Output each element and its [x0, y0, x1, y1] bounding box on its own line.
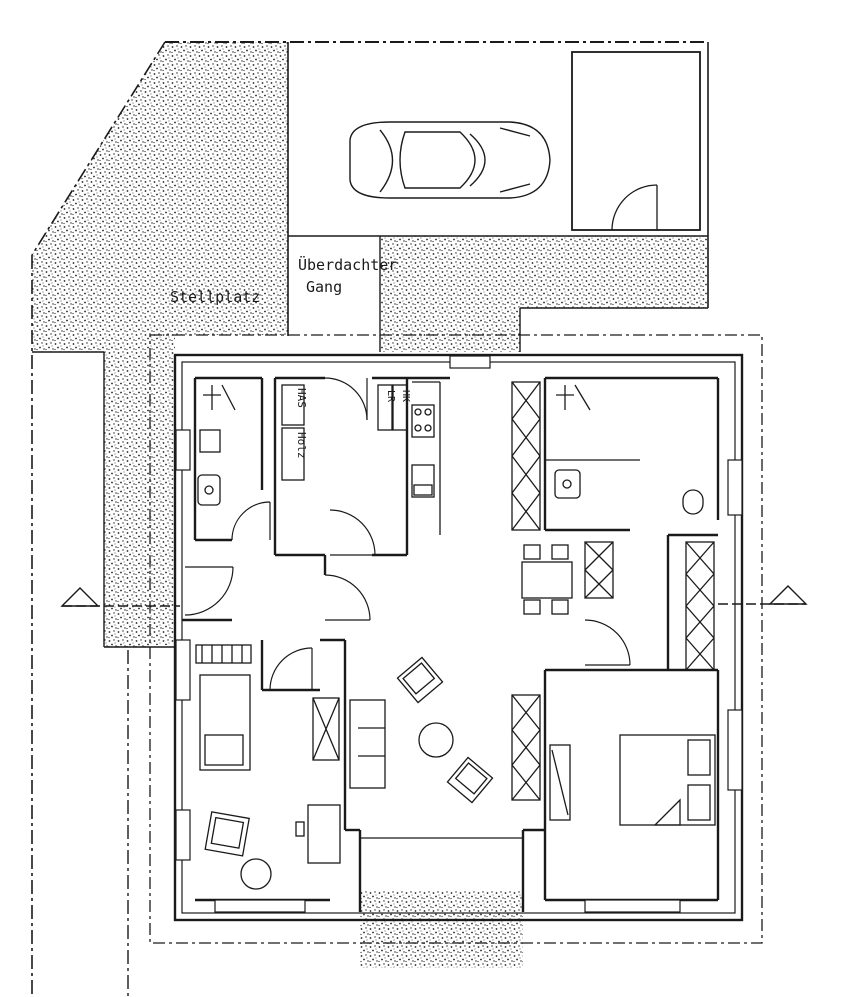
dining-table [521, 561, 573, 599]
carport-label-line1: Überdachter [298, 255, 397, 274]
armchair-west [204, 811, 250, 857]
cabinet-living [511, 694, 541, 801]
stellplatz-label: Stellplatz [170, 288, 260, 306]
shed-door-swing [611, 184, 658, 231]
holz-box [281, 427, 305, 481]
coffee-table [418, 722, 454, 758]
bedroom-cabinet [549, 744, 571, 821]
stellplatz-area [32, 42, 288, 352]
section-markers [60, 585, 808, 607]
door-swings [184, 377, 631, 691]
coat-rack [195, 644, 252, 664]
wardrobe-east [685, 541, 715, 671]
carport-block [31, 41, 709, 997]
hk-label: HK [400, 390, 411, 402]
section-arrow-east [768, 585, 808, 605]
lr-box [377, 384, 393, 431]
carport-label-line2: Gang [306, 278, 342, 296]
has-label: HAS [295, 388, 308, 408]
washbasin-east [554, 469, 581, 499]
desk-small [307, 804, 341, 864]
car-icon [349, 121, 551, 199]
armchair-1 [396, 656, 444, 704]
washbasin-west [197, 474, 221, 506]
ground-hatching [32, 42, 708, 968]
bed [619, 734, 716, 826]
sink [411, 464, 435, 498]
toilet [682, 489, 704, 515]
windows [175, 355, 743, 913]
property-outline [149, 334, 763, 944]
lr-label: LR [385, 390, 396, 403]
walkway-west [104, 352, 150, 647]
sofa [349, 699, 386, 789]
stove [411, 404, 435, 438]
has-box [281, 384, 305, 426]
shed [571, 51, 701, 231]
house-walls [173, 353, 744, 922]
wardrobe-mid [584, 541, 614, 599]
desk-west [199, 674, 251, 771]
holz-label: Holz [295, 432, 308, 459]
furniture [195, 381, 716, 890]
labels: Stellplatz Überdachter Gang HAS Holz LR … [170, 255, 411, 459]
stipple-strip-east [380, 236, 708, 352]
wardrobe-north [511, 381, 541, 531]
armchair-2 [446, 756, 494, 804]
side-table-west [240, 858, 272, 890]
walkway-west-inner [150, 335, 175, 645]
hk-box [392, 384, 408, 431]
section-arrow-west [60, 587, 100, 607]
cabinet-west [312, 697, 340, 761]
terrace-area [360, 890, 523, 968]
